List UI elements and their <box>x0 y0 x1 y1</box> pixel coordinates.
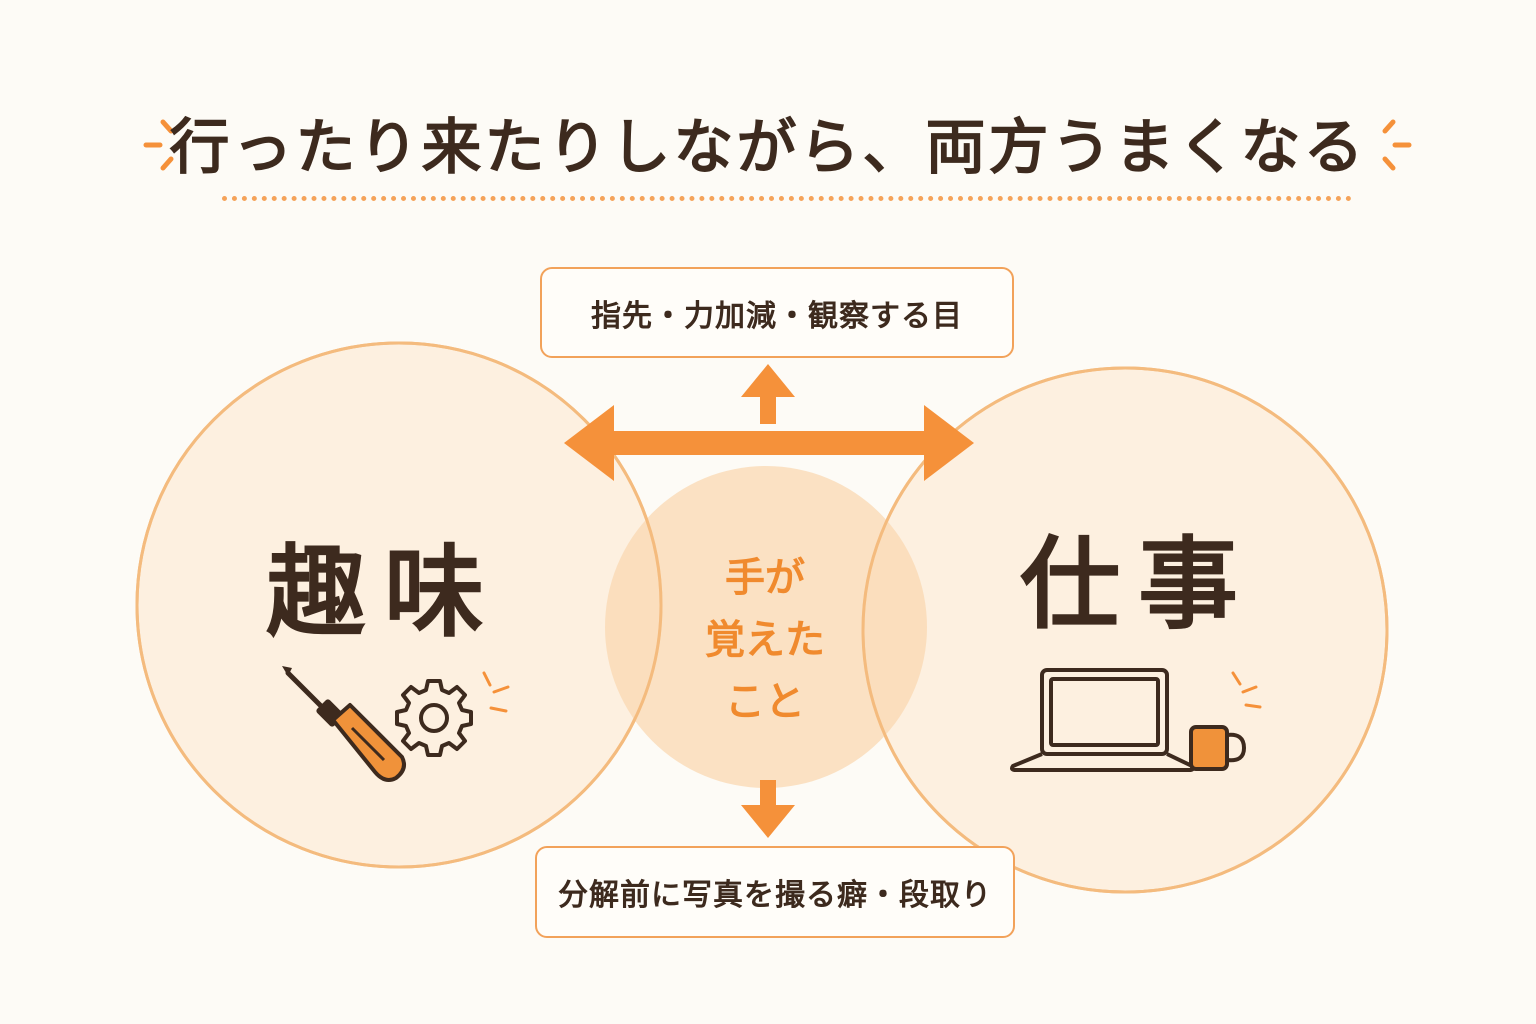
title-divider <box>222 196 1352 201</box>
spark-right-icon <box>1382 119 1412 171</box>
bottom-benefit-box: 分解前に写真を撮る癖・段取り <box>535 846 1015 938</box>
center-label: 手が 覚えた こと <box>640 547 890 733</box>
sparkle-right-icon <box>1231 671 1262 709</box>
screwdriver-icon <box>282 666 406 782</box>
work-label: 仕事 <box>1020 526 1256 643</box>
spark-left-icon <box>143 119 174 171</box>
top-benefit-box: 指先・力加減・観察する目 <box>540 267 1014 358</box>
mug-icon <box>1189 725 1247 771</box>
page-title: 行ったり来たりしながら、両方うまくなる <box>169 113 1367 183</box>
center-label-line-1: 手が <box>725 555 805 601</box>
sparkle-left-icon <box>482 671 510 713</box>
arrow-up-icon <box>741 364 795 424</box>
arrow-down-icon <box>741 780 795 838</box>
hobby-label: 趣味 <box>266 534 502 651</box>
center-label-line-3: こと <box>725 679 805 725</box>
gear-icon <box>395 679 473 757</box>
double-arrow-icon <box>564 405 974 481</box>
center-label-line-2: 覚えた <box>705 617 825 663</box>
overlap-circle <box>605 466 927 788</box>
